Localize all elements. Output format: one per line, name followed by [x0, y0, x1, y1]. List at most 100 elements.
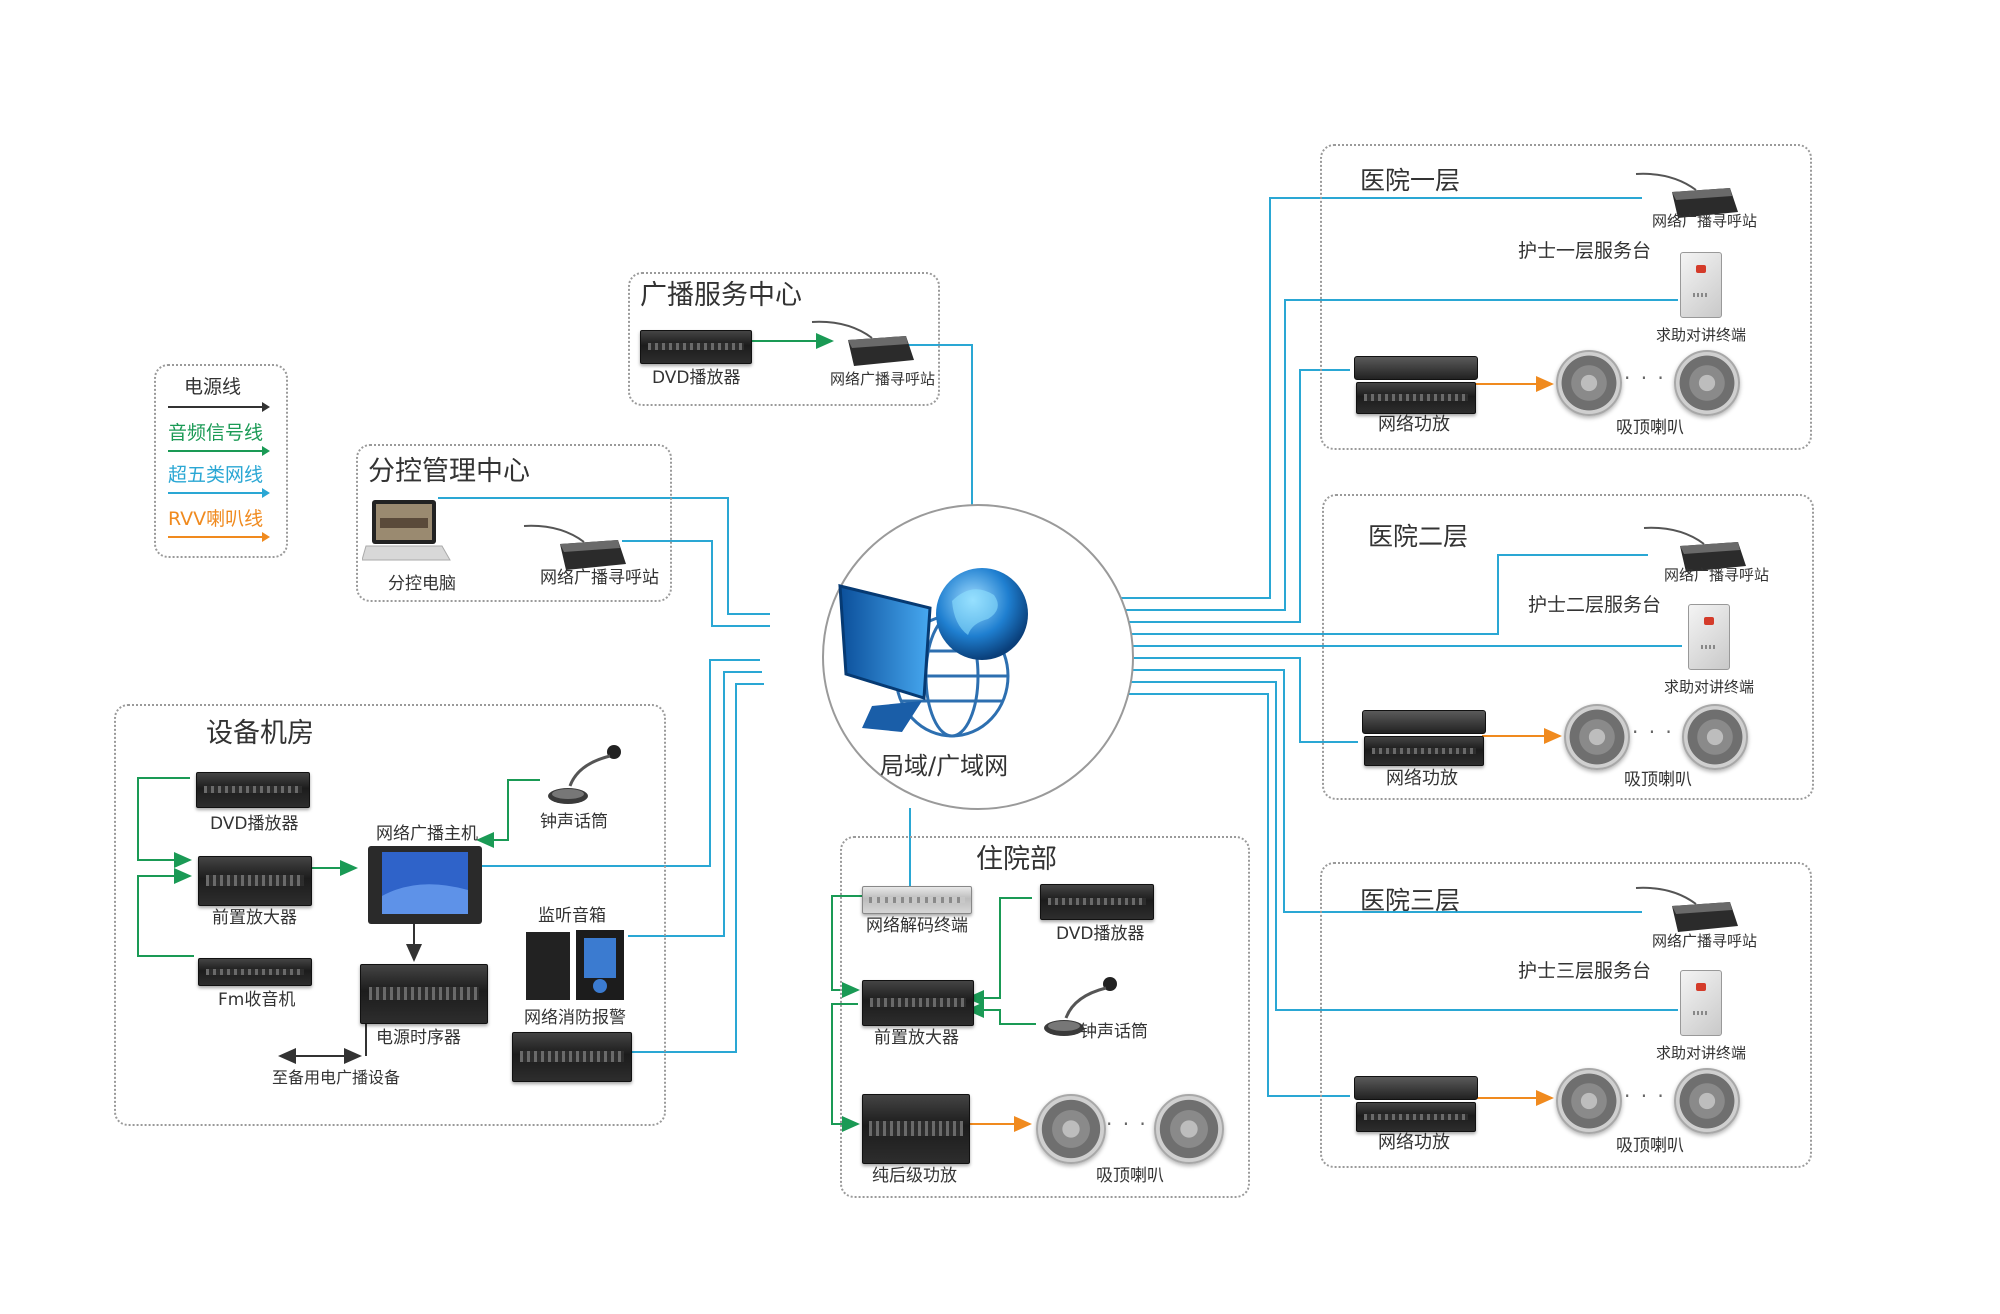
monitor-speaker-icon	[526, 930, 624, 1000]
ceiling-speaker-icon	[1564, 704, 1630, 770]
floor3-desk-label: 护士三层服务台	[1518, 960, 1652, 982]
floor2-network-amp-device-lower	[1364, 736, 1484, 766]
audio-ward-dvd	[966, 897, 1032, 1006]
net-line-f3-amp	[1090, 693, 1350, 1097]
paging-station-icon	[1635, 886, 1738, 932]
control-center-title: 分控管理中心	[368, 456, 530, 487]
floor2-network-amp-device	[1362, 710, 1486, 734]
laptop-icon	[362, 500, 451, 561]
er-chime-mic-label: 钟声话筒	[540, 812, 608, 832]
broadcast-center-title: 广播服务中心	[640, 280, 802, 311]
ceiling-speaker-icon	[1682, 704, 1748, 770]
audio-ward-decoder	[831, 895, 862, 998]
power-sequencer-device	[360, 964, 488, 1024]
broadcast-dvd-label: DVD播放器	[652, 368, 741, 388]
legend-box	[154, 364, 288, 558]
floor1-zone	[1320, 144, 1812, 450]
intercom-terminal-icon	[1680, 252, 1722, 318]
legend-power-label: 电源线	[184, 376, 242, 398]
audio-ward-mic	[966, 1002, 1036, 1025]
broadcast-host-monitor	[368, 846, 482, 924]
ceiling-speaker-icon	[1154, 1094, 1224, 1164]
floor3-zone	[1320, 862, 1812, 1168]
net-line-f1-paging	[1088, 197, 1642, 599]
ceiling-speaker-icon	[1674, 1068, 1740, 1134]
legend-speaker-line	[168, 532, 270, 542]
floor2-desk-label: 护士二层服务台	[1528, 594, 1662, 616]
ceiling-speaker-icon	[1674, 350, 1740, 416]
er-backup-label: 至备用电广播设备	[272, 1068, 401, 1087]
ward-preamp-device	[862, 980, 974, 1026]
equipment-room-title: 设备机房	[206, 718, 314, 749]
ward-dvd-device	[1040, 884, 1154, 920]
floor3-speakers-label: 吸顶喇叭	[1616, 1136, 1684, 1156]
er-sequencer-label: 电源时序器	[376, 1028, 461, 1048]
ward-zone	[840, 836, 1250, 1198]
floor1-intercom-label: 求助对讲终端	[1656, 326, 1747, 344]
paging-station-icon	[1635, 172, 1738, 218]
equipment-room-zone	[114, 704, 666, 1126]
floor1-speakers-label: 吸顶喇叭	[1616, 418, 1684, 438]
floor1-desk-label: 护士一层服务台	[1518, 240, 1652, 262]
legend-audio-label: 音频信号线	[168, 422, 264, 444]
control-paging-label: 网络广播寻呼站	[540, 568, 659, 588]
net-line-f2-paging	[1094, 554, 1648, 635]
intercom-terminal-icon	[1688, 604, 1730, 670]
net-line-f1-intercom	[1090, 299, 1678, 611]
net-line-monitor	[628, 671, 762, 937]
ward-title: 住院部	[976, 844, 1057, 875]
net-line-control-paging	[622, 540, 770, 627]
floor3-network-amp-device-lower	[1356, 1102, 1476, 1132]
intercom-terminal-icon	[1680, 970, 1722, 1036]
floor2-title: 医院二层	[1368, 522, 1469, 551]
er-dvd-device	[196, 772, 310, 808]
ward-power-amp-label: 纯后级功放	[872, 1166, 957, 1186]
broadcast-center-zone	[628, 272, 940, 406]
audio-ward-preamp-amp	[831, 1003, 860, 1132]
ward-dvd-label: DVD播放器	[1056, 924, 1145, 944]
net-line-host	[480, 659, 760, 867]
er-fm-device	[198, 958, 312, 986]
er-dvd-label: DVD播放器	[210, 814, 299, 834]
network-globe-icon	[838, 568, 1028, 738]
er-host-label: 网络广播主机	[376, 824, 478, 844]
ceiling-speaker-icon	[1036, 1094, 1106, 1164]
floor1-network-amp-device	[1354, 356, 1478, 380]
ward-speakers-label: 吸顶喇叭	[1096, 1166, 1164, 1186]
floor1-paging-label: 网络广播寻呼站	[1652, 212, 1758, 230]
er-fm-label: Fm收音机	[218, 990, 296, 1010]
floor3-intercom-label: 求助对讲终端	[1656, 1044, 1747, 1062]
chime-microphone-icon	[548, 745, 621, 804]
floor2-paging-label: 网络广播寻呼站	[1664, 566, 1770, 584]
ward-chime-mic-label: 钟声话筒	[1080, 1022, 1148, 1042]
audio-er-fm	[137, 868, 194, 957]
er-fire-alarm-label: 网络消防报警	[524, 1008, 626, 1028]
fire-alarm-device	[512, 1032, 632, 1082]
audio-er-dvd	[137, 777, 192, 868]
net-line-f3-paging	[1095, 669, 1642, 913]
er-preamp-label: 前置放大器	[212, 908, 297, 928]
floor3-title: 医院三层	[1360, 886, 1461, 915]
net-line-fire	[628, 683, 764, 1053]
floor2-amp-label: 网络功放	[1386, 768, 1458, 789]
er-preamp-device	[198, 856, 312, 906]
legend-network-line	[168, 488, 270, 498]
net-line-f3-intercom	[1093, 681, 1678, 1011]
er-monitor-label: 监听音箱	[538, 906, 606, 926]
net-line-f1-amp	[1092, 369, 1350, 623]
net-line-pc	[438, 497, 770, 615]
paging-station-icon	[523, 524, 626, 570]
ward-decoder-label: 网络解码终端	[866, 916, 968, 936]
floor1-title: 医院一层	[1360, 166, 1461, 195]
legend-power-line	[168, 402, 270, 412]
ward-decoder-device	[862, 886, 972, 914]
control-center-zone	[356, 444, 672, 602]
control-pc-label: 分控电脑	[388, 574, 456, 594]
floor3-network-amp-device	[1354, 1076, 1478, 1100]
net-line-f2-amp	[1095, 657, 1358, 743]
ward-power-amp-device	[862, 1094, 970, 1164]
ceiling-speaker-icon	[1556, 350, 1622, 416]
network-center-label: 局域/广域网	[880, 752, 1009, 780]
audio-er-mic-host	[476, 779, 540, 848]
floor2-zone	[1322, 494, 1814, 800]
